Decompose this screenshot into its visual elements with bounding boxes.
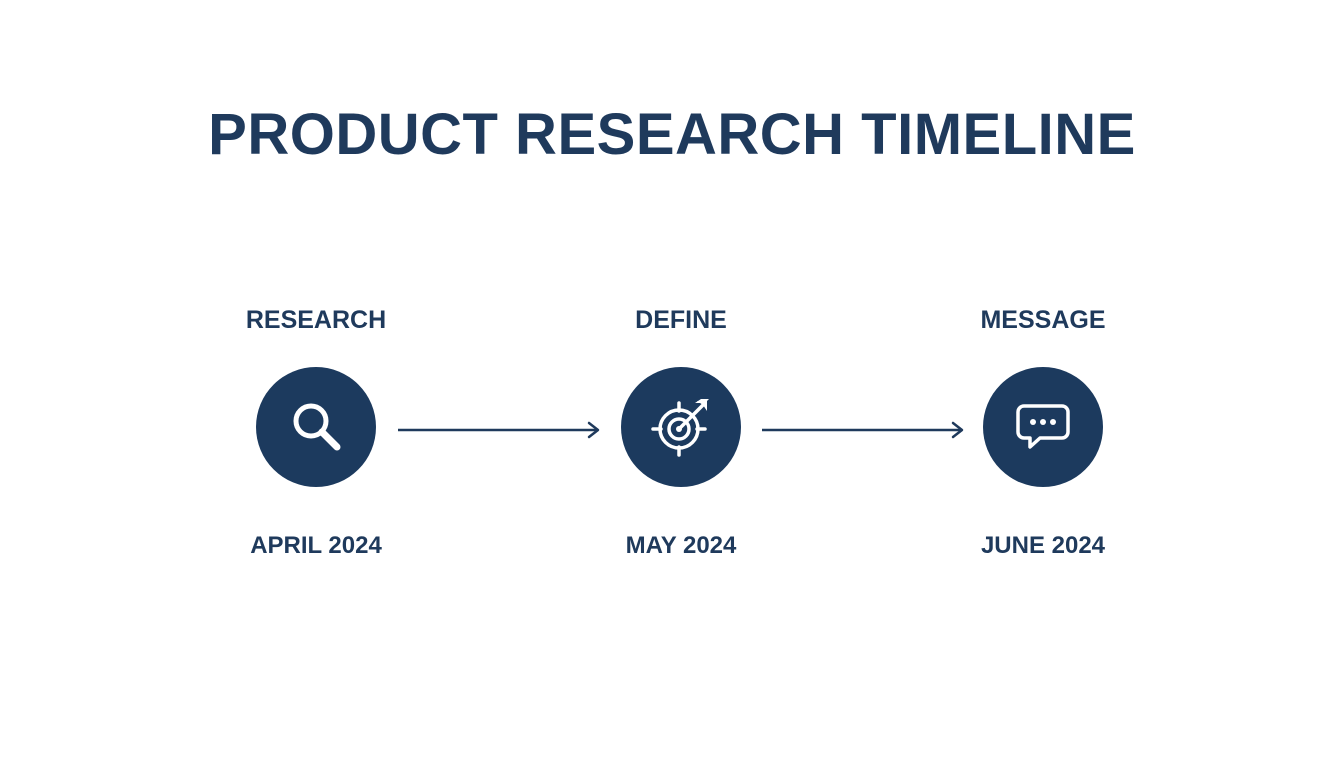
stage-date: MAY 2024 [625, 532, 737, 559]
stage-label: MESSAGE [980, 306, 1106, 334]
stage-date: JUNE 2024 [980, 532, 1106, 559]
target-arrow-icon [651, 399, 709, 457]
timeline-arrow [762, 421, 964, 439]
timeline-title: PRODUCT RESEARCH TIMELINE [208, 102, 1136, 167]
magnifier-icon [293, 403, 341, 451]
stage-label: DEFINE [635, 306, 727, 334]
stage-date: APRIL 2024 [250, 532, 382, 559]
stage-circle [256, 367, 376, 487]
stage-circle [621, 367, 741, 487]
chat-bubble-icon [1016, 404, 1070, 449]
timeline-arrow [398, 421, 600, 439]
stage-label: RESEARCH [245, 306, 387, 334]
stage-circle [983, 367, 1103, 487]
